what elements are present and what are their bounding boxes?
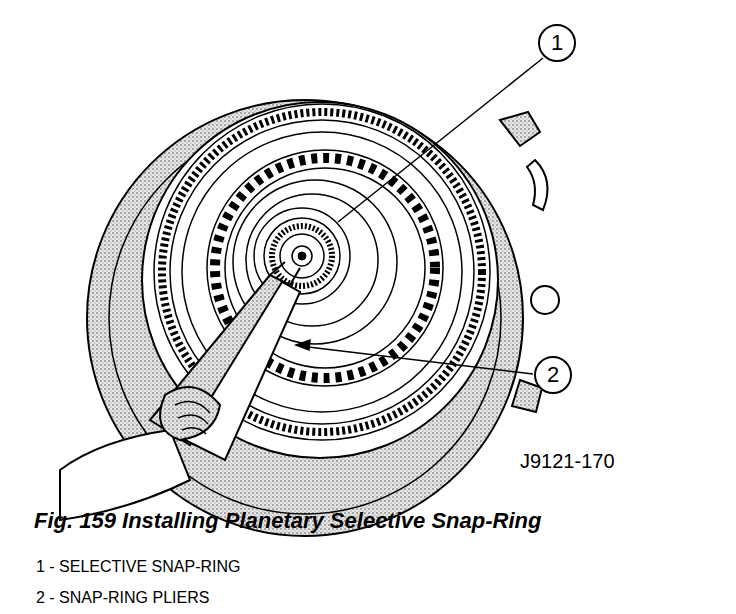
callout-circle: 2 [534,356,572,394]
snap-ring-pliers [60,262,300,520]
legend-entry: 1 - SELECTIVE SNAP-RING [36,558,241,576]
figure-caption: Fig. 159 Installing Planetary Selective … [34,508,541,534]
callout-number: 2 [547,364,559,386]
figure-id: J9121-170 [520,450,615,473]
callout-number: 1 [551,32,563,54]
leader-lines [296,58,543,374]
callout-circle: 1 [538,24,576,62]
legend-entry: 2 - SNAP-RING PLIERS [36,589,209,607]
